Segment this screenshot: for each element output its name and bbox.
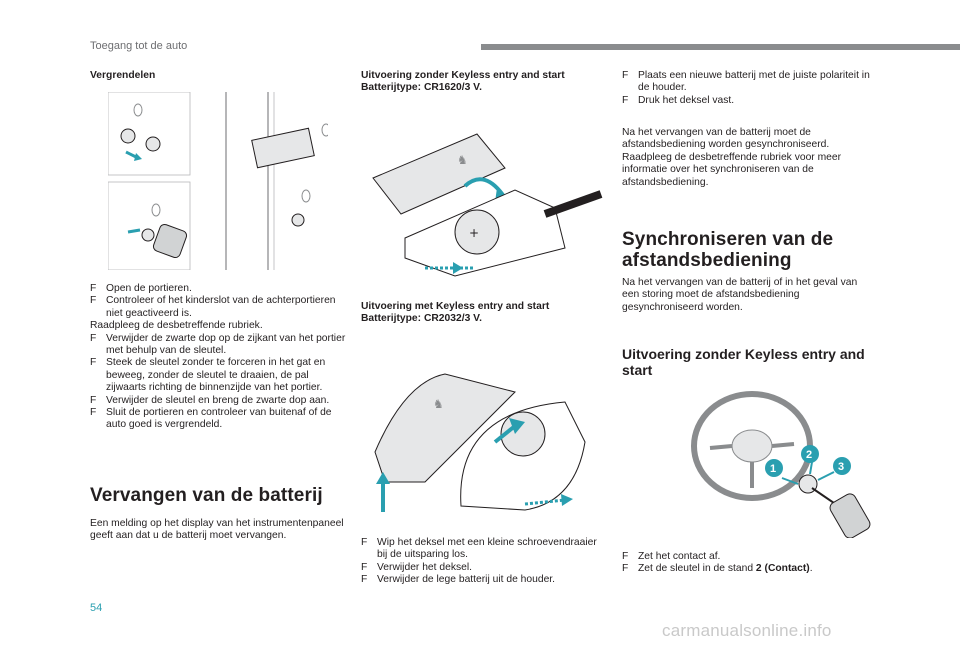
door-lock-illustration bbox=[108, 92, 328, 270]
key-battery-illustration-2: ♞ bbox=[365, 372, 605, 522]
svg-text:1: 1 bbox=[770, 463, 776, 475]
heading-zonder-keyless: Uitvoering zonder Keyless entry and star… bbox=[622, 346, 865, 378]
column-1: Vergrendelen bbox=[90, 70, 345, 82]
ignition-illustration: 1 2 3 bbox=[690, 388, 890, 538]
svg-text:♞: ♞ bbox=[433, 397, 444, 411]
column-3-sync-text: Na het vervangen van de batterij of in h… bbox=[622, 277, 858, 313]
key-battery-illustration-1: ♞ + bbox=[365, 128, 605, 278]
column-2-sub2: Uitvoering met Keyless entry and start B… bbox=[361, 301, 601, 326]
subtitle-zonder-keyless: Uitvoering zonder Keyless entry and star… bbox=[361, 70, 565, 81]
svg-text:2: 2 bbox=[806, 449, 812, 461]
column-2-sub1: Uitvoering zonder Keyless entry and star… bbox=[361, 70, 601, 95]
column-3-note: Na het vervangen van de batterij moet de… bbox=[622, 127, 842, 188]
heading-synchroniseren: Synchroniseren van de afstandsbediening bbox=[622, 229, 834, 271]
section-text: Een melding op het display van het instr… bbox=[90, 518, 344, 542]
callout-1: 1 bbox=[765, 459, 783, 477]
header-bar bbox=[481, 44, 960, 50]
svg-text:+: + bbox=[469, 226, 479, 240]
battery-type-cr1620: Batterijtype: CR1620/3 V. bbox=[361, 82, 482, 94]
note-text: Raadpleeg de desbetreffende rubriek. bbox=[90, 320, 263, 332]
section-header: Toegang tot de auto bbox=[90, 40, 188, 52]
battery-type-cr2032: Batterijtype: CR2032/3 V. bbox=[361, 313, 482, 325]
svg-text:♞: ♞ bbox=[457, 153, 468, 167]
page-number: 54 bbox=[90, 602, 103, 614]
svg-text:3: 3 bbox=[838, 461, 844, 473]
watermark: carmanualsonline.info bbox=[662, 621, 832, 640]
subtitle-met-keyless: Uitvoering met Keyless entry and start bbox=[361, 301, 550, 312]
callout-2: 2 bbox=[801, 445, 819, 463]
heading-vervangen-batterij: Vervangen van de batterij bbox=[90, 485, 323, 506]
callout-3: 3 bbox=[833, 457, 851, 475]
subtitle-vergrendelen: Vergrendelen bbox=[90, 70, 156, 81]
